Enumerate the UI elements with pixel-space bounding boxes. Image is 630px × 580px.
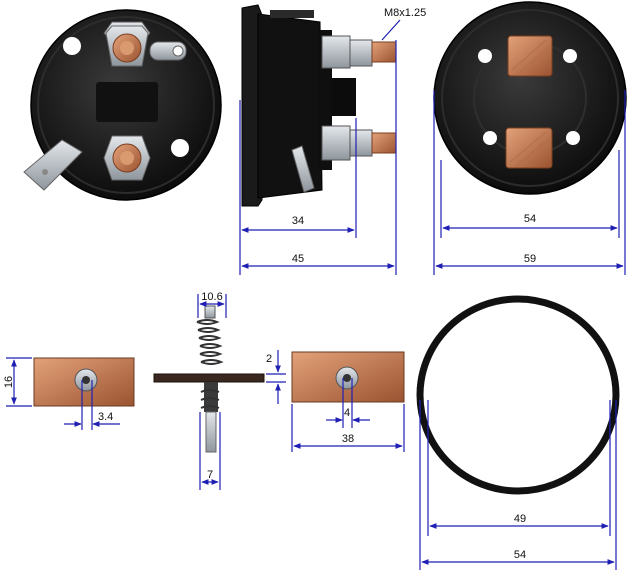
dim-54-oring-label: 54 bbox=[514, 549, 526, 561]
cap-front-view bbox=[23, 9, 222, 201]
dim-16-label: 16 bbox=[3, 376, 15, 388]
dim-3-4-label: 3.4 bbox=[98, 411, 113, 423]
contact-plate-right bbox=[291, 351, 405, 403]
dim-49-label: 49 bbox=[514, 513, 526, 525]
dimension-lines bbox=[6, 19, 626, 570]
cap-side-view bbox=[241, 4, 397, 207]
dim-10-6-label: 10.6 bbox=[201, 291, 222, 303]
contact-plate-left bbox=[33, 357, 135, 407]
dim-7-label: 7 bbox=[207, 469, 213, 481]
dim-59-label: 59 bbox=[524, 253, 536, 265]
cap-inside-view bbox=[433, 1, 627, 195]
plunger-assembly bbox=[153, 305, 265, 453]
dim-4-label: 4 bbox=[344, 407, 350, 419]
dim-54-cap-label: 54 bbox=[524, 213, 536, 225]
dim-34-label: 34 bbox=[292, 215, 304, 227]
dim-2-label: 2 bbox=[266, 353, 272, 365]
mounting-hole bbox=[63, 37, 81, 55]
mounting-hole bbox=[171, 139, 189, 157]
dimension-labels: M8x1.25 34 45 54 59 10.6 2 16 3.4 7 4 38… bbox=[3, 7, 536, 561]
o-ring bbox=[416, 295, 620, 495]
thread-spec-label: M8x1.25 bbox=[384, 7, 426, 19]
dim-45-label: 45 bbox=[292, 253, 304, 265]
dim-38-label: 38 bbox=[342, 433, 354, 445]
